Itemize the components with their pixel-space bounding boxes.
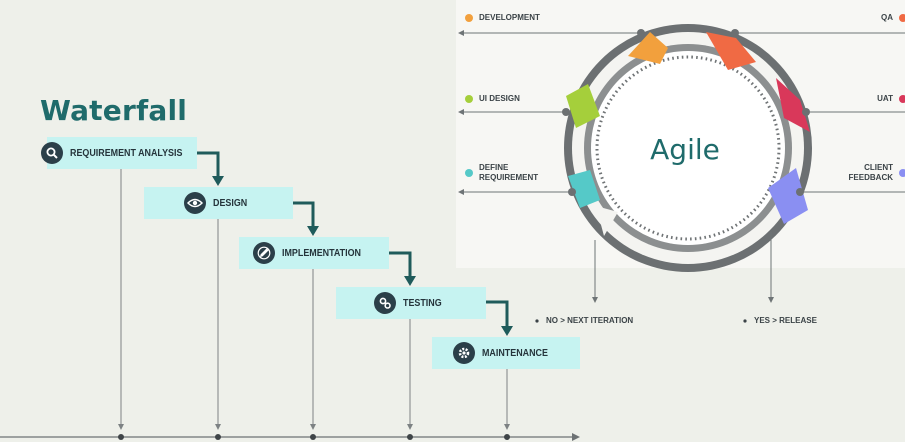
agile-cycle-ring xyxy=(562,24,812,272)
iteration-arrow xyxy=(596,206,618,236)
legend-label: DEFINE REQUIREMENT xyxy=(479,163,538,183)
legend-label-line: DEFINE xyxy=(479,163,509,172)
outcome-no-next-iteration: NO > NEXT ITERATION xyxy=(546,316,634,325)
step-label: MAINTENANCE xyxy=(481,347,548,359)
cog-icon xyxy=(452,342,475,364)
outcome-yes-release: YES > RELEASE xyxy=(754,316,817,325)
qa-dot xyxy=(899,14,905,22)
legend-qa: QA xyxy=(881,13,905,23)
segment-ui-design xyxy=(566,84,600,128)
timeline-nodes xyxy=(118,434,510,440)
segment-qa xyxy=(706,32,756,70)
legend-uat: UAT xyxy=(877,94,905,104)
step-label: DESIGN xyxy=(212,197,248,209)
segment-uat xyxy=(776,78,810,132)
development-dot xyxy=(465,14,473,22)
step-testing: TESTING xyxy=(336,287,486,319)
legend-label-line: CLIENT xyxy=(864,163,893,172)
gears-icon xyxy=(373,292,396,314)
step-label: REQUIREMENT ANALYSIS xyxy=(70,147,183,159)
define-requirement-dot xyxy=(465,169,473,177)
waterfall-drop-lines xyxy=(120,168,508,428)
legend-label: CLIENT FEEDBACK xyxy=(849,163,893,183)
no-outcome-bullet xyxy=(535,319,539,323)
waterfall-drop-arrowheads xyxy=(118,424,510,430)
legend-label-line: FEEDBACK xyxy=(848,173,893,182)
legend-label: UI DESIGN xyxy=(479,94,520,103)
agile-outcome-lines xyxy=(594,232,772,300)
waterfall-connector-heads xyxy=(212,176,513,336)
agile-leader-lines xyxy=(461,32,905,193)
step-label: TESTING xyxy=(402,297,442,309)
legend-development: DEVELOPMENT xyxy=(465,13,540,23)
segment-client-feedback xyxy=(768,168,808,224)
client-feedback-dot xyxy=(899,169,905,177)
legend-client-feedback: CLIENT FEEDBACK xyxy=(849,163,905,183)
step-requirement-analysis: REQUIREMENT ANALYSIS xyxy=(41,137,197,169)
segment-define-requirement xyxy=(568,170,600,208)
legend-label: QA xyxy=(881,13,893,22)
legend-label-line: REQUIREMENT xyxy=(479,173,539,182)
eye-icon xyxy=(183,192,206,214)
agile-leader-arrowheads xyxy=(458,30,464,195)
step-design: DESIGN xyxy=(144,187,293,219)
step-maintenance: MAINTENANCE xyxy=(432,337,580,369)
legend-ui-design: UI DESIGN xyxy=(465,94,520,104)
pencil-icon xyxy=(253,242,276,264)
uat-dot xyxy=(899,95,905,103)
step-implementation: IMPLEMENTATION xyxy=(239,237,389,269)
step-label: IMPLEMENTATION xyxy=(282,247,362,259)
legend-label: DEVELOPMENT xyxy=(479,13,540,22)
legend-label: UAT xyxy=(877,94,893,103)
waterfall-connectors xyxy=(197,151,509,328)
segment-development xyxy=(628,32,668,64)
waterfall-title: Waterfall xyxy=(40,94,188,127)
agile-title: Agile xyxy=(650,133,720,166)
legend-define-requirement: DEFINE REQUIREMENT xyxy=(465,163,538,183)
magnifier-icon xyxy=(41,142,64,164)
yes-outcome-bullet xyxy=(743,319,747,323)
ui-design-dot xyxy=(465,95,473,103)
